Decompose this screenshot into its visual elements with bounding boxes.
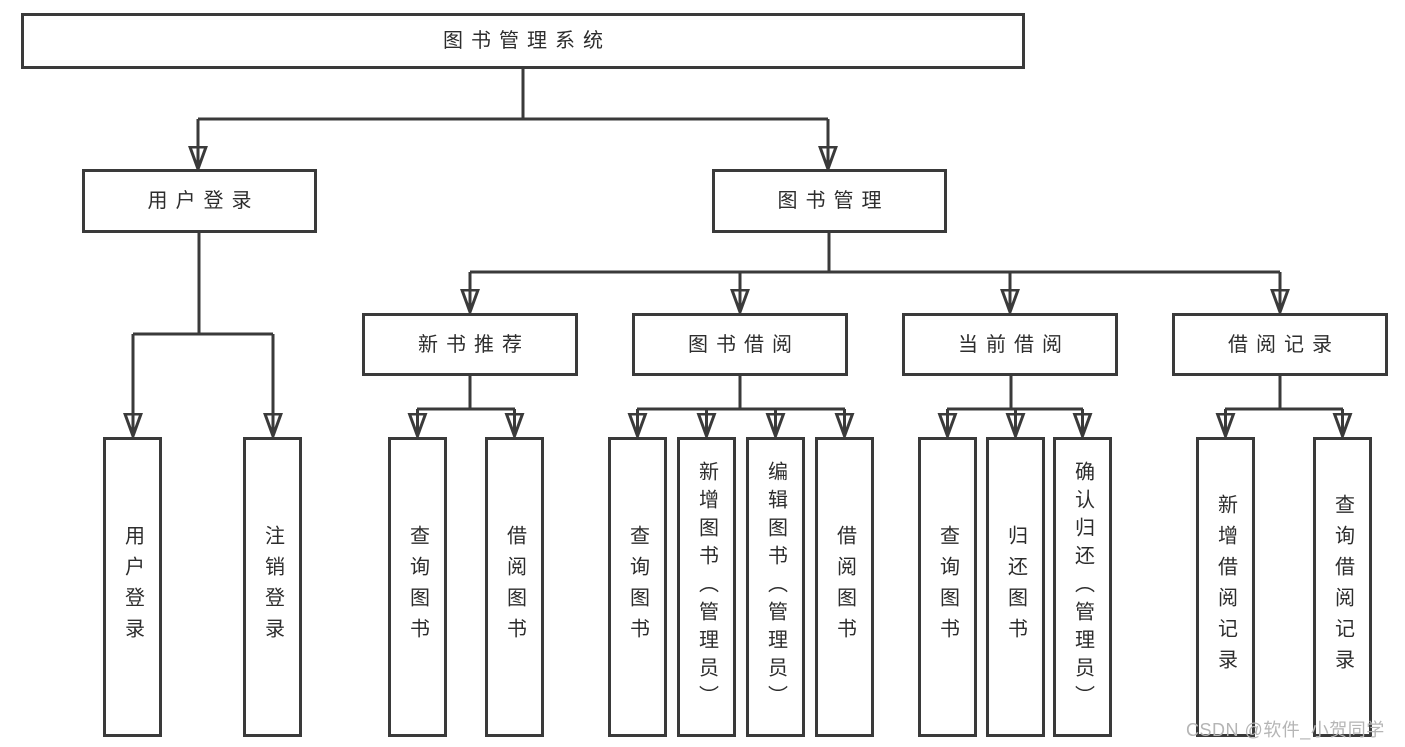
- leaf-user-login: 用户登录: [103, 437, 162, 737]
- leaf-borrow-books-recommend-label: 借阅图书: [503, 525, 526, 649]
- node-new-book-recommendation: 新书推荐: [362, 313, 578, 376]
- leaf-query-borrow-record: 查询借阅记录: [1313, 437, 1372, 737]
- leaf-add-borrow-record-label: 新增借阅记录: [1214, 494, 1237, 680]
- leaf-confirm-return-admin-label: 确认归还（管理员）: [1071, 461, 1094, 713]
- leaf-query-books-current-label: 查询图书: [936, 525, 959, 649]
- node-book-management: 图书管理: [712, 169, 947, 233]
- leaf-query-books-current: 查询图书: [918, 437, 977, 737]
- leaf-query-books-borrowing-label: 查询图书: [626, 525, 649, 649]
- csdn-watermark: CSDN @软件_小贺同学: [1186, 720, 1385, 740]
- leaf-return-books-label: 归还图书: [1004, 525, 1027, 649]
- leaf-confirm-return-admin: 确认归还（管理员）: [1053, 437, 1112, 737]
- leaf-query-books-recommend-label: 查询图书: [406, 525, 429, 649]
- node-borrowing-records: 借阅记录: [1172, 313, 1388, 376]
- node-current-borrowing: 当前借阅: [902, 313, 1118, 376]
- node-book-borrowing: 图书借阅: [632, 313, 848, 376]
- leaf-logout-login-label: 注销登录: [261, 525, 284, 649]
- leaf-edit-book-admin: 编辑图书（管理员）: [746, 437, 805, 737]
- leaf-borrow-books-borrowing-label: 借阅图书: [833, 525, 856, 649]
- leaf-query-books-borrowing: 查询图书: [608, 437, 667, 737]
- leaf-borrow-books-recommend: 借阅图书: [485, 437, 544, 737]
- node-user-login: 用户登录: [82, 169, 317, 233]
- leaf-edit-book-admin-label: 编辑图书（管理员）: [764, 461, 787, 713]
- leaf-query-books-recommend: 查询图书: [388, 437, 447, 737]
- leaf-add-book-admin: 新增图书（管理员）: [677, 437, 736, 737]
- leaf-logout-login: 注销登录: [243, 437, 302, 737]
- leaf-borrow-books-borrowing: 借阅图书: [815, 437, 874, 737]
- leaf-user-login-label: 用户登录: [121, 525, 144, 649]
- node-root: 图书管理系统: [21, 13, 1025, 69]
- leaf-add-borrow-record: 新增借阅记录: [1196, 437, 1255, 737]
- leaf-return-books: 归还图书: [986, 437, 1045, 737]
- leaf-query-borrow-record-label: 查询借阅记录: [1331, 494, 1354, 680]
- leaf-add-book-admin-label: 新增图书（管理员）: [695, 461, 718, 713]
